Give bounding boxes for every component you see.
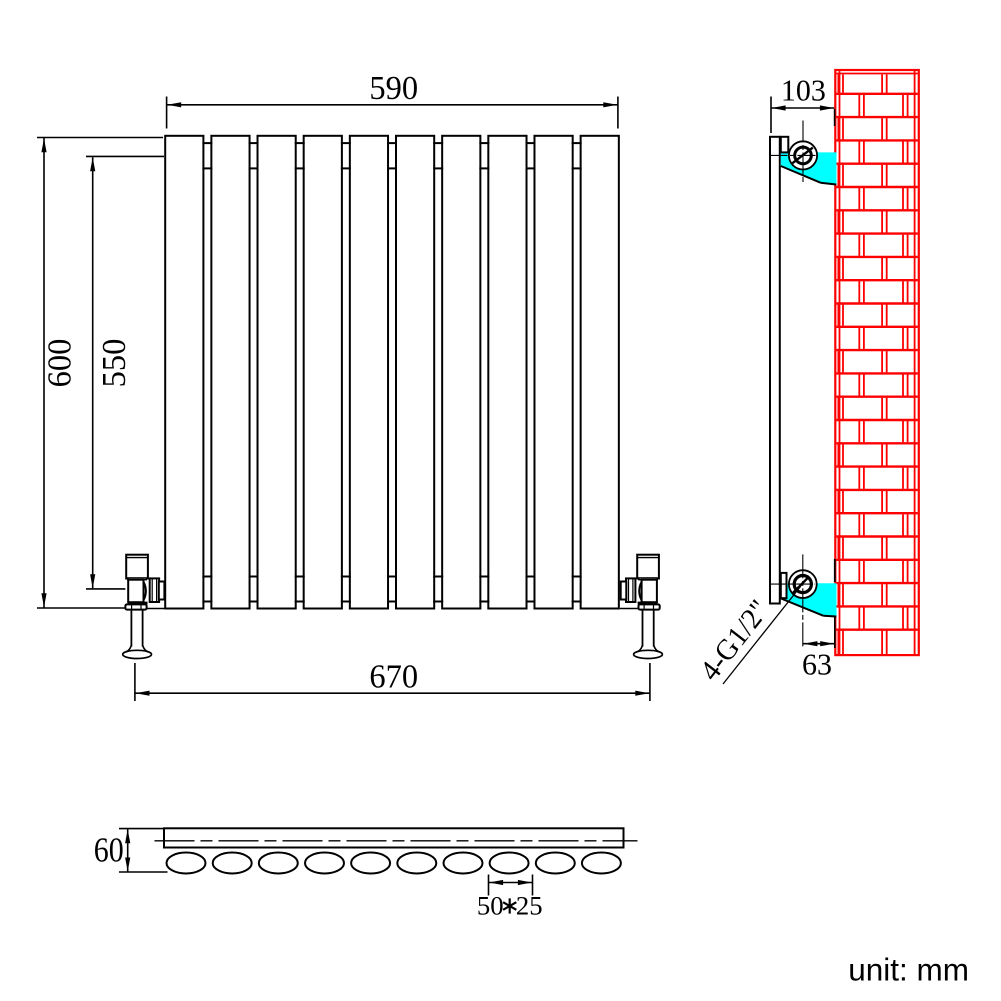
svg-text:60: 60 — [94, 831, 124, 870]
svg-text:670: 670 — [369, 658, 418, 696]
svg-text:590: 590 — [369, 70, 418, 108]
svg-text:550: 550 — [96, 339, 134, 388]
svg-text:25: 25 — [516, 891, 543, 921]
svg-text:103: 103 — [781, 73, 826, 107]
svg-text:50: 50 — [477, 891, 504, 921]
svg-text:600: 600 — [41, 339, 79, 388]
svg-text:unit: mm: unit: mm — [848, 951, 969, 987]
svg-text:63: 63 — [802, 647, 832, 681]
